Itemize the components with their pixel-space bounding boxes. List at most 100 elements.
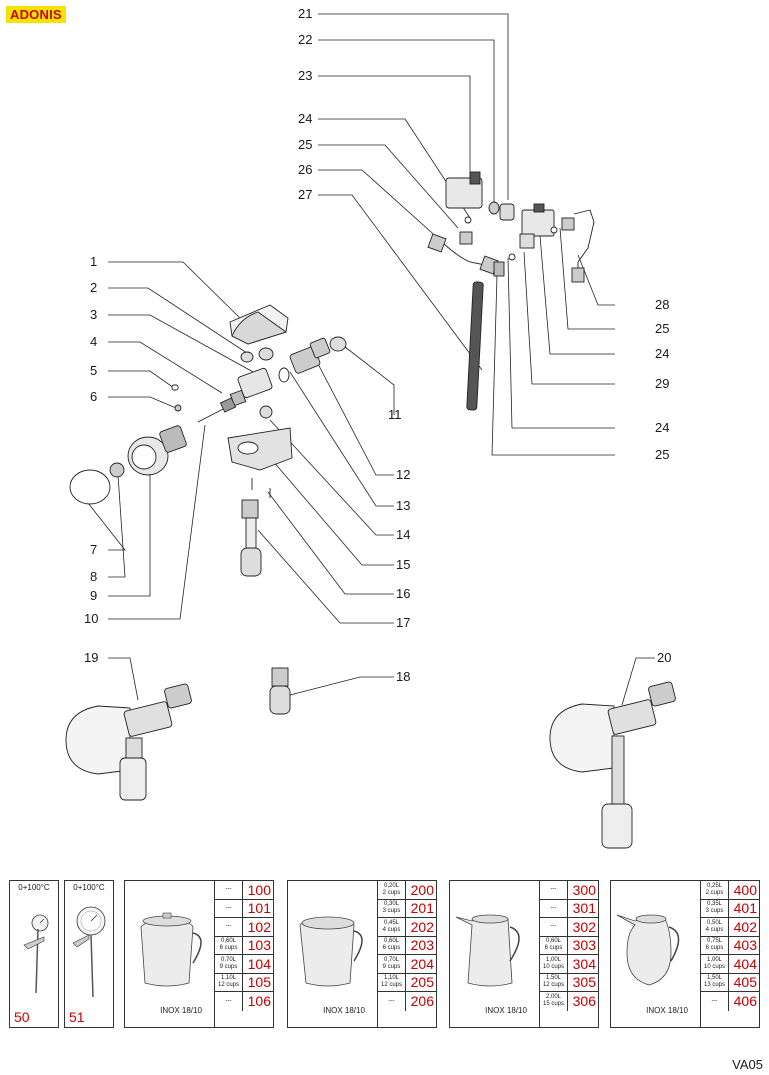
callout-29: 29	[655, 376, 669, 391]
callout-24-right: 24	[655, 346, 669, 361]
thermometer-range: 0+100°C	[18, 883, 50, 892]
callout-21: 21	[298, 6, 312, 21]
callout-16: 16	[396, 586, 410, 601]
part-code: 302	[572, 918, 596, 935]
part-code: 406	[733, 993, 757, 1010]
pitcher-image	[299, 916, 363, 987]
part-15-16-screws	[251, 478, 271, 498]
callout-4: 4	[90, 334, 97, 349]
callout-10: 10	[84, 611, 98, 626]
size-row: ---206	[378, 992, 436, 1011]
part-11-12-13-fittings	[278, 336, 347, 383]
size-row: ---406	[701, 992, 759, 1011]
part-19-steam-wand	[65, 683, 192, 801]
part-code: 303	[572, 937, 596, 954]
callout-25-top: 25	[298, 137, 312, 152]
part-17-tip	[240, 499, 262, 577]
size-row: ---101	[215, 899, 273, 918]
part-28-pipe	[571, 209, 595, 283]
part-8-nut	[109, 462, 125, 478]
part-code: 102	[247, 918, 271, 935]
callout-23: 23	[298, 68, 312, 83]
part-3-steam-body	[229, 367, 273, 407]
part-code: 200	[410, 881, 434, 898]
part-10-valve-stem	[197, 397, 237, 423]
callout-12: 12	[396, 467, 410, 482]
part-code: 404	[733, 955, 757, 972]
part-27-hose	[466, 261, 505, 411]
part-code: 401	[733, 900, 757, 917]
callout-11: 11	[388, 407, 402, 422]
part-18-tip	[269, 667, 291, 715]
part-code: 204	[410, 955, 434, 972]
size-row: ---106	[215, 992, 273, 1011]
part-23-solenoid	[445, 171, 483, 209]
part-code: 403	[733, 937, 757, 954]
callout-9: 9	[90, 588, 97, 603]
part-20-steam-wand	[549, 681, 676, 849]
callout-13: 13	[396, 498, 410, 513]
part-14-bracket	[227, 405, 293, 471]
part-22-21-unions	[488, 201, 515, 221]
part-code: 305	[572, 974, 596, 991]
part-code: 300	[572, 881, 596, 898]
callout-24-top: 24	[298, 111, 312, 126]
size-row: ---100	[215, 881, 273, 900]
leader-lines	[87, 13, 655, 706]
thermometer-range: 0+100°C	[73, 883, 105, 892]
part-code: 201	[410, 900, 434, 917]
part-code: 205	[410, 974, 434, 991]
material-label: INOX 18/10	[646, 1006, 688, 1015]
callout-19: 19	[84, 650, 98, 665]
part-2-caps	[240, 347, 274, 363]
part-24-25-26-pipe-fittings	[427, 216, 499, 275]
callout-numbers: 1 2 3 4 5 6 7 8 9 10 11 12 13 14 15 16 1…	[84, 6, 671, 684]
size-row: ---300	[540, 881, 598, 900]
callout-6: 6	[90, 389, 97, 404]
part-1-cover	[229, 304, 289, 345]
part-code: 301	[572, 900, 596, 917]
callout-26: 26	[298, 162, 312, 177]
part-code: 202	[410, 918, 434, 935]
material-label: INOX 18/10	[323, 1006, 365, 1015]
part-7-knob	[69, 469, 111, 505]
callout-3: 3	[90, 307, 97, 322]
callout-15: 15	[396, 557, 410, 572]
callout-7: 7	[90, 542, 97, 557]
callout-8: 8	[90, 569, 97, 584]
part-code: 100	[247, 881, 271, 898]
thermometer-panel-51: 0+100°C 51	[64, 880, 114, 1028]
pitcher-image	[455, 914, 520, 987]
material-label: INOX 18/10	[485, 1006, 527, 1015]
callout-17: 17	[396, 615, 410, 630]
callout-20: 20	[657, 650, 671, 665]
thermometer-image	[23, 914, 49, 994]
part-5-6-small-pins	[171, 384, 182, 412]
callout-27: 27	[298, 187, 312, 202]
size-row: ---301	[540, 899, 598, 918]
part-29-valve-block	[519, 203, 555, 249]
